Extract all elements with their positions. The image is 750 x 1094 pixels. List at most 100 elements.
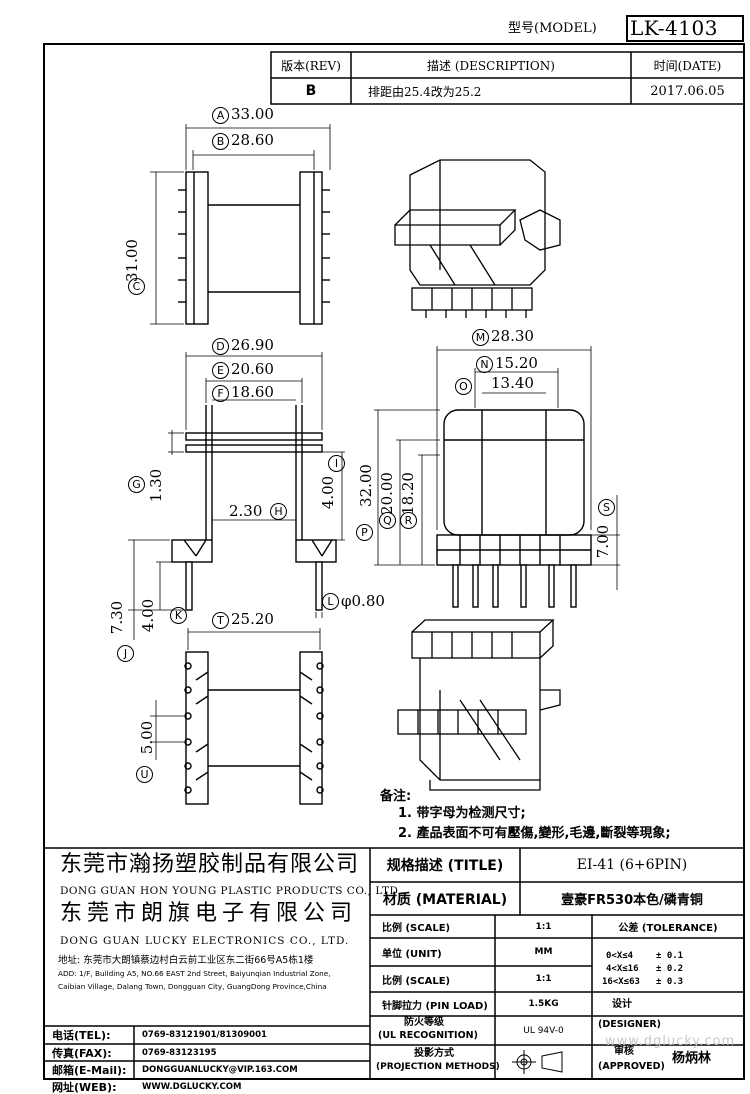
notes-title: 备注: (380, 789, 412, 804)
dim-letter-j: J (117, 645, 134, 662)
material-label: 材质 (MATERIAL) (382, 891, 508, 908)
dim-value-o: 13.40 (491, 374, 534, 392)
dim-letter-n: N (476, 356, 493, 373)
contact-email-label: 邮箱(E-Mail): (52, 1064, 127, 1077)
dim-value-c: 31.00 (122, 239, 141, 282)
pin-load-value: 1.5KG (528, 999, 559, 1009)
dim-value-s: 7.00 (594, 524, 613, 559)
dim-value-h: 2.30 (229, 502, 263, 520)
company-address-en-1: ADD: 1/F, Building A5, NO.66 EAST 2nd St… (58, 969, 331, 978)
dim-value-m: 28.30 (491, 327, 534, 345)
contact-web-label: 网址(WEB): (52, 1080, 117, 1094)
title-block-grid (44, 847, 744, 1079)
projection-label-cn: 投影方式 (414, 1048, 454, 1059)
dim-value-j: 7.30 (108, 600, 127, 635)
dim-letter-k: K (170, 607, 187, 624)
elevation-view-right (436, 409, 592, 608)
approved-value: 杨炳林 (672, 1051, 712, 1066)
front-view-dimension-lines (150, 124, 331, 325)
company-address-en-2: Caibian Village, Dalang Town, Dongguan C… (58, 982, 327, 991)
dim-letter-s: S (598, 499, 615, 516)
side-view-drawing (171, 405, 337, 611)
isometric-view-bottom (397, 619, 561, 791)
isometric-view-top (394, 159, 561, 318)
tolerance-value-3: ± 0.3 (656, 977, 684, 987)
dim-letter-f: F (212, 385, 229, 402)
title-value: EI-41 (6+6PIN) (576, 857, 688, 873)
desc-header: 描述 (DESCRIPTION) (427, 58, 555, 73)
tolerance-label: 公差 (TOLERANCE) (618, 923, 718, 934)
pin-load-label: 针脚拉力 (PIN LOAD) (382, 1000, 488, 1012)
tolerance-range-2: 4<X≤16 (606, 964, 639, 974)
ul-label-en: (UL RECOGNITION) (378, 1030, 478, 1041)
designer-label-cn: 设计 (612, 999, 632, 1010)
rev-value: B (305, 83, 317, 99)
dim-value-p: 32.00 (356, 464, 375, 507)
dim-letter-b: B (212, 133, 229, 150)
rev-description: 排距由25.4改为25.2 (368, 84, 482, 99)
note-item-1: 1. 带字母为检测尺寸; (398, 806, 526, 821)
dim-value-b: 28.60 (231, 131, 274, 149)
dim-letter-r: R (400, 512, 417, 529)
dim-letter-q: Q (379, 512, 396, 529)
company-name-1-cn: 东莞市瀚扬塑胶制品有限公司 (60, 852, 360, 877)
title-label: 规格描述 (TITLE) (386, 858, 504, 874)
contact-fax-label: 传真(FAX): (52, 1046, 112, 1060)
projection-symbol-icon (512, 1050, 563, 1074)
company-name-1-en: DONG GUAN HON YOUNG PLASTIC PRODUCTS CO.… (60, 885, 402, 897)
scale-value: 1:1 (535, 921, 552, 932)
dim-value-k: 4.00 (139, 598, 158, 633)
dim-value-l: φ0.80 (341, 592, 385, 610)
projection-label-en: (PROJECTION METHODS) (376, 1062, 500, 1072)
tolerance-range-3: 16<X≤63 (602, 977, 640, 987)
dim-value-f: 18.60 (231, 383, 274, 401)
dim-value-e: 20.60 (231, 360, 274, 378)
approved-label-cn: 审核 (614, 1046, 634, 1057)
dim-letter-h: H (270, 503, 287, 520)
dim-value-a: 33.00 (231, 105, 274, 123)
tolerance-value-2: ± 0.2 (656, 964, 684, 974)
tolerance-range-1: 0<X≤4 (606, 951, 634, 961)
dim-value-r: 18.20 (398, 472, 417, 515)
contact-email-value: DONGGUANLUCKY@VIP.163.COM (142, 1065, 298, 1075)
date-header: 时间(DATE) (653, 58, 722, 73)
dim-letter-l: L (322, 593, 339, 610)
contact-tel-label: 电话(TEL): (52, 1029, 111, 1042)
scale-label: 比例 (SCALE) (382, 923, 451, 934)
bottom-view-drawing (184, 651, 324, 805)
dim-letter-d: D (212, 338, 229, 355)
rev-date: 2017.06.05 (650, 83, 725, 99)
tolerance-value-1: ± 0.1 (656, 951, 684, 961)
contact-tel-value: 0769-83121901/81309001 (142, 1030, 267, 1040)
dim-letter-i: I (328, 455, 345, 472)
dim-letter-p: P (356, 524, 373, 541)
dim-letter-g: G (128, 476, 145, 493)
scale2-value: 1:1 (535, 974, 552, 984)
model-label: 型号(MODEL) (508, 21, 597, 36)
unit-value: MM (534, 947, 553, 957)
watermark: www.dglucky.com (605, 1034, 736, 1049)
material-value: 壹豪FR530本色/磷青铜 (561, 893, 703, 908)
dim-letter-m: M (472, 329, 489, 346)
elevation-view-dimension-lines (374, 346, 620, 590)
dim-value-u: 5.00 (138, 720, 157, 755)
company-name-2-cn: 东莞市朗旗电子有限公司 (60, 901, 358, 926)
dim-value-t: 25.20 (231, 610, 274, 628)
unit-label: 单位 (UNIT) (382, 948, 442, 960)
model-value: LK-4103 (630, 16, 718, 40)
company-address-cn: 地址: 东莞市大朗镇蔡边村白云前工业区东二街66号A5栋1楼 (58, 955, 314, 966)
side-view-dimension-lines (128, 352, 345, 640)
dim-value-q: 20.00 (377, 472, 396, 515)
dim-value-g: 1.30 (147, 468, 166, 503)
company-name-2-en: DONG GUAN LUCKY ELECTRONICS CO., LTD. (60, 935, 350, 947)
dim-letter-a: A (212, 107, 229, 124)
dim-letter-c: C (128, 278, 145, 295)
dim-letter-e: E (212, 362, 229, 379)
dim-value-d: 26.90 (231, 336, 274, 354)
revision-table-grid (270, 51, 745, 105)
model-box (626, 15, 744, 42)
rev-header: 版本(REV) (281, 58, 341, 73)
ul-label-cn: 防火等级 (404, 1017, 444, 1028)
contact-fax-value: 0769-83123195 (142, 1047, 217, 1058)
